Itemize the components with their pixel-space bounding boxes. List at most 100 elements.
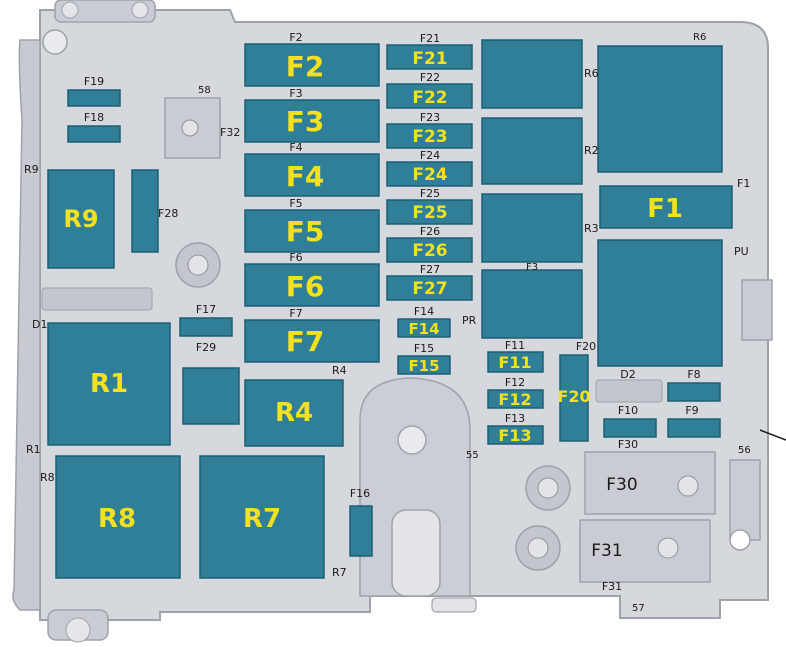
fuse-f13 xyxy=(487,425,544,445)
ref-f26: F26 xyxy=(420,225,440,238)
label-f6: F6 xyxy=(286,270,325,303)
fuse-f26 xyxy=(386,237,473,263)
ref-pr: PR xyxy=(462,314,477,327)
ref-r7: R7 xyxy=(332,566,347,579)
relay-pr xyxy=(481,269,583,339)
relay-r1 xyxy=(47,322,171,446)
label-f1: F1 xyxy=(647,194,683,224)
label-r9: R9 xyxy=(63,205,98,233)
ref-f11: F11 xyxy=(505,339,525,352)
ref-r6-top: R6 xyxy=(693,32,706,43)
fuse-f8 xyxy=(667,382,721,402)
fuse-f16 xyxy=(349,505,373,557)
fuse-f21 xyxy=(386,44,473,70)
ref-f12: F12 xyxy=(505,376,525,389)
ref-f24: F24 xyxy=(420,149,440,162)
ref-f28: F28 xyxy=(158,207,178,220)
ref-f10: F10 xyxy=(618,404,638,417)
reference-labels: F2 F3 F4 F5 F6 F7 F21 F22 F23 F24 F25 F2… xyxy=(24,31,751,614)
ref-r9: R9 xyxy=(24,163,39,176)
label-f12: F12 xyxy=(498,390,531,409)
label-r1: R1 xyxy=(90,369,128,399)
label-f21: F21 xyxy=(412,49,447,69)
ref-f20: F20 xyxy=(576,340,596,353)
ref-56: 56 xyxy=(738,445,751,456)
ref-f29: F29 xyxy=(196,341,216,354)
label-f22: F22 xyxy=(412,88,447,108)
fuse-f23 xyxy=(386,123,473,149)
ref-r8: R8 xyxy=(40,471,55,484)
fuse-f15 xyxy=(397,355,451,375)
label-f2: F2 xyxy=(286,50,325,83)
label-r7: R7 xyxy=(243,504,281,534)
ref-f4: F4 xyxy=(289,141,302,154)
ref-f7: F7 xyxy=(289,307,302,320)
ref-55: 55 xyxy=(466,450,479,461)
relay-r4 xyxy=(244,379,344,447)
relay-r3 xyxy=(481,193,583,263)
label-f26: F26 xyxy=(412,241,447,261)
ref-f8: F8 xyxy=(687,368,700,381)
fuse-f27 xyxy=(386,275,473,301)
label-f31: F31 xyxy=(591,541,622,561)
components xyxy=(47,39,733,579)
ref-58: 58 xyxy=(198,85,211,96)
fuse-f20 xyxy=(559,354,589,442)
label-f30: F30 xyxy=(606,475,637,495)
fuse-f24 xyxy=(386,161,473,187)
ref-f22: F22 xyxy=(420,71,440,84)
ref-f21: F21 xyxy=(420,32,440,45)
ref-f13: F13 xyxy=(505,412,525,425)
label-f23: F23 xyxy=(412,127,447,147)
fuse-f11 xyxy=(487,351,544,373)
ref-r6: R6 xyxy=(584,67,599,80)
fuse-f5 xyxy=(244,209,380,253)
fuse-f12 xyxy=(487,389,544,409)
relay-r2 xyxy=(481,117,583,185)
block-upper-right xyxy=(597,45,723,173)
label-f11: F11 xyxy=(498,353,531,372)
fuse-f4 xyxy=(244,153,380,197)
label-f7: F7 xyxy=(286,325,325,358)
ref-f1: F1 xyxy=(737,177,750,190)
ref-f25: F25 xyxy=(420,187,440,200)
ref-f30: F30 xyxy=(618,438,638,451)
ref-f17: F17 xyxy=(196,303,216,316)
fuse-f28 xyxy=(131,169,159,253)
ref-r2: R2 xyxy=(584,144,599,157)
fuse-f17 xyxy=(179,317,233,337)
ref-f3: F3 xyxy=(289,87,302,100)
ref-f18: F18 xyxy=(84,111,104,124)
label-f13: F13 xyxy=(498,426,531,445)
fuse-f6 xyxy=(244,263,380,307)
fuse-f9 xyxy=(667,418,721,438)
fuse-f7 xyxy=(244,319,380,363)
ref-f32: F32 xyxy=(220,126,240,139)
fuse-f19 xyxy=(67,89,121,107)
ref-f14: F14 xyxy=(414,305,434,318)
relay-r9 xyxy=(47,169,115,269)
ref-f9: F9 xyxy=(685,404,698,417)
fuse-f25 xyxy=(386,199,473,225)
label-r8: R8 xyxy=(98,504,136,534)
ref-f3-center: F3 xyxy=(526,262,538,273)
ref-r3: R3 xyxy=(584,222,599,235)
ref-pu: PU xyxy=(734,245,749,258)
ref-r4: R4 xyxy=(332,364,347,377)
fuse-f10 xyxy=(603,418,657,438)
ref-f2: F2 xyxy=(289,31,302,44)
ref-f16: F16 xyxy=(350,487,370,500)
ref-r1: R1 xyxy=(26,443,41,456)
ref-f6: F6 xyxy=(289,251,302,264)
fuse-f29 xyxy=(182,367,240,425)
ref-f19: F19 xyxy=(84,75,104,88)
label-f24: F24 xyxy=(412,165,447,185)
ref-f23: F23 xyxy=(420,111,440,124)
fuse-f14 xyxy=(397,318,451,338)
ref-f31: F31 xyxy=(602,580,622,593)
ref-f15: F15 xyxy=(414,342,434,355)
label-f15: F15 xyxy=(408,357,439,375)
label-f14: F14 xyxy=(408,320,439,338)
ref-f5: F5 xyxy=(289,197,302,210)
